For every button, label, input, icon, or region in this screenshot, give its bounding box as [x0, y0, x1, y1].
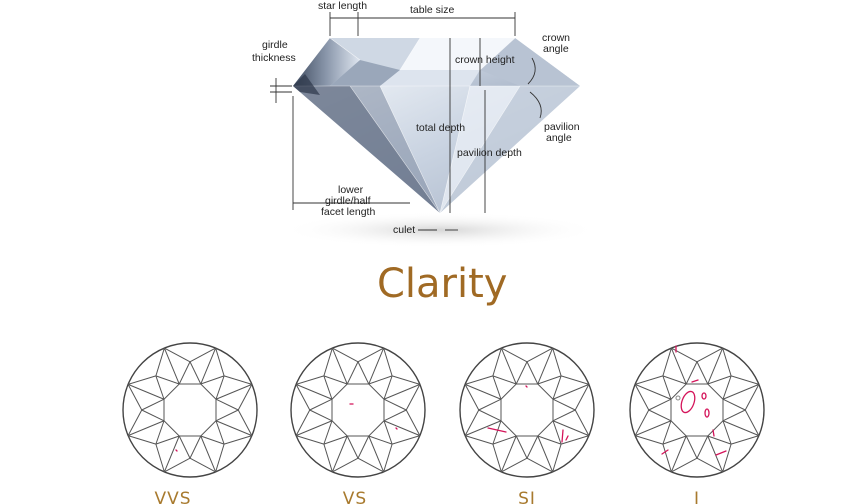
inclusions-vvs [175, 449, 178, 452]
label-pavilion-angle: pavilion [544, 121, 580, 133]
label-pavilion-depth: pavilion depth [457, 147, 522, 159]
diamond-shadow [280, 212, 600, 248]
label-culet: culet [393, 224, 415, 236]
clarity-circle-i [629, 342, 765, 478]
diagram-labels: star length table size crown angle girdl… [252, 0, 580, 236]
label-table-size: table size [410, 4, 455, 16]
clarity-diagrams [122, 342, 765, 478]
clarity-circle-vs [290, 342, 426, 478]
label-girdle-thickness: girdle [262, 39, 288, 51]
label-pavilion-angle-2: angle [546, 132, 572, 144]
inclusions-i [661, 345, 727, 456]
label-lower-girdle: lower [338, 184, 364, 196]
grade-label-i: I [694, 489, 700, 504]
clarity-circle-vvs [122, 342, 258, 478]
grade-label-vs: VS [343, 489, 367, 504]
label-lower-girdle-2: girdle/half [325, 195, 371, 207]
clarity-title: Clarity [377, 261, 507, 307]
label-girdle-thickness-2: thickness [252, 52, 296, 64]
inclusions-vs [349, 403, 398, 430]
label-lower-girdle-3: facet length [321, 206, 375, 218]
clarity-circle-si [459, 342, 595, 478]
label-total-depth: total depth [416, 122, 465, 134]
diamond-illustration [293, 37, 580, 214]
label-star-length: star length [318, 0, 367, 12]
label-crown-height: crown height [455, 54, 515, 66]
label-crown-angle: crown [542, 32, 570, 44]
dimension-lines [270, 12, 542, 231]
grade-label-vvs: VVS [154, 489, 191, 504]
grade-label-si: SI [518, 489, 536, 504]
label-crown-angle-2: angle [543, 43, 569, 55]
inclusions-si [487, 385, 569, 443]
